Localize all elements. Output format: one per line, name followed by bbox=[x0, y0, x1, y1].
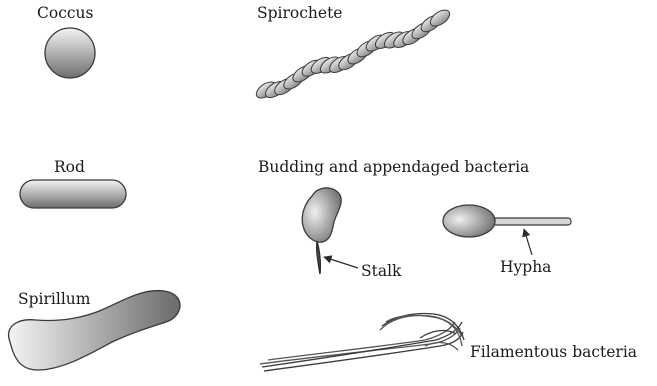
hypha-label: Hypha bbox=[500, 260, 551, 276]
hyphal-cell bbox=[443, 205, 571, 237]
spirillum-label: Spirillum bbox=[18, 292, 90, 308]
hypha-shape bbox=[490, 218, 571, 225]
budding-cell-body bbox=[302, 188, 341, 242]
budding-label: Budding and appendaged bacteria bbox=[258, 160, 529, 176]
stalk-label: Stalk bbox=[361, 264, 401, 280]
stalk-shape bbox=[317, 241, 321, 274]
coccus-shape bbox=[45, 28, 95, 78]
filamentous-label: Filamentous bacteria bbox=[470, 345, 637, 361]
stalk-arrow bbox=[324, 257, 358, 268]
rod-shape bbox=[20, 180, 126, 208]
coccus-label: Coccus bbox=[37, 6, 94, 22]
rod-label: Rod bbox=[54, 160, 85, 176]
filamentous-shape bbox=[260, 314, 464, 372]
hypha-arrow bbox=[524, 229, 532, 255]
spirochete-label: Spirochete bbox=[257, 6, 342, 22]
hyphal-cell-body bbox=[443, 205, 495, 237]
